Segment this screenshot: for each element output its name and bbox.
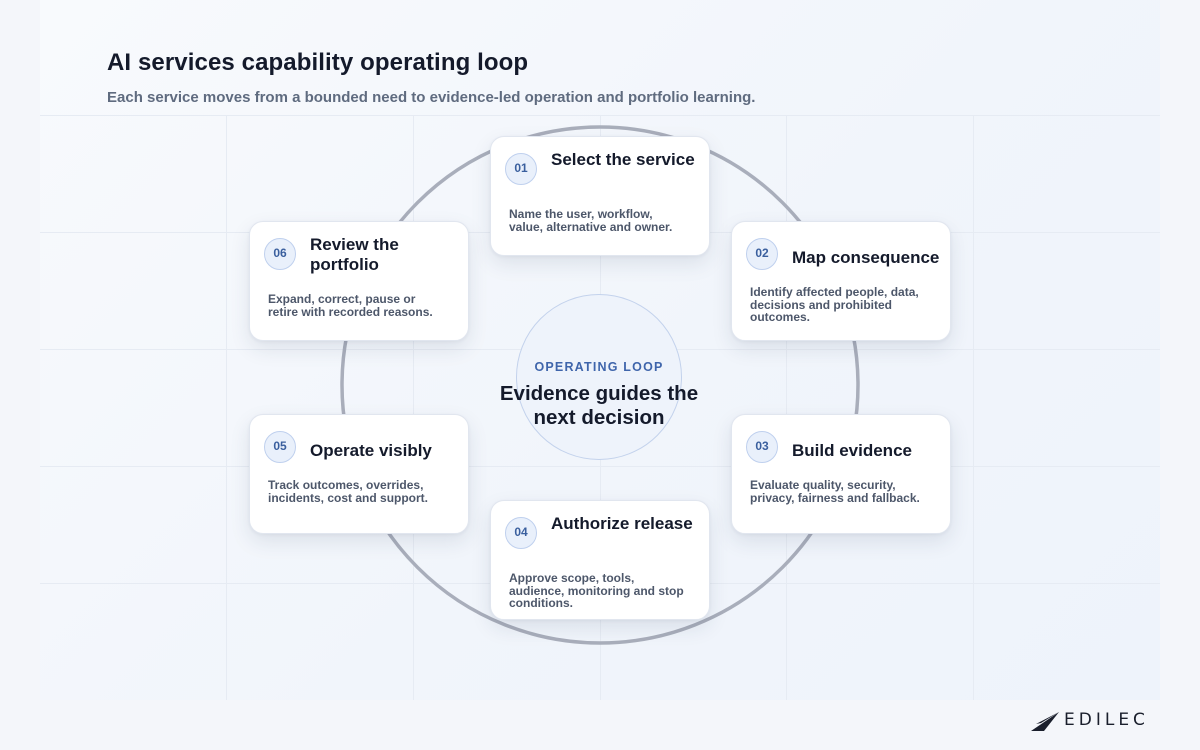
brand-logo: EDILEC [1030,710,1156,736]
center-hub: OPERATING LOOP Evidence guides the next … [500,294,698,460]
step-title: Authorize release [551,514,693,533]
step-card-select-service: 01 Select the service Name the user, wor… [490,136,710,256]
paper-plane-icon [1031,712,1059,731]
step-description: Identify affected people, data, decision… [750,285,919,324]
step-number-badge: 01 [505,153,537,185]
step-title: Select the service [551,150,695,169]
step-number-badge: 04 [505,517,537,549]
step-title: Operate visibly [310,441,432,460]
step-title: Map consequence [792,248,940,267]
step-description: Track outcomes, overrides, incidents, co… [268,478,429,505]
step-card-map-consequence: 02 Map consequence Identify affected peo… [731,221,951,341]
brand-name: EDILEC [1064,710,1149,730]
step-number-badge: 03 [746,431,778,463]
step-description: Approve scope, tools, audience, monitori… [509,571,684,610]
step-description: Evaluate quality, security, privacy, fai… [750,478,920,505]
step-number-badge: 05 [264,431,296,463]
step-card-operate-visibly: 05 Operate visibly Track outcomes, overr… [249,414,469,534]
step-card-authorize-release: 04 Authorize release Approve scope, tool… [490,500,710,620]
center-title: Evidence guides the next decision [499,382,699,429]
page-title: AI services capability operating loop [107,49,529,76]
center-eyebrow: OPERATING LOOP [534,360,664,374]
step-number-badge: 02 [746,238,778,270]
step-description: Name the user, workflow, value, alternat… [509,207,673,234]
step-title: Build evidence [792,441,912,460]
step-description: Expand, correct, pause or retire with re… [268,292,433,319]
step-card-review-portfolio: 06 Review the portfolio Expand, correct,… [249,221,469,341]
page-subtitle: Each service moves from a bounded need t… [107,89,756,106]
step-card-build-evidence: 03 Build evidence Evaluate quality, secu… [731,414,951,534]
step-title: Review the portfolio [310,235,399,274]
step-number-badge: 06 [264,238,296,270]
